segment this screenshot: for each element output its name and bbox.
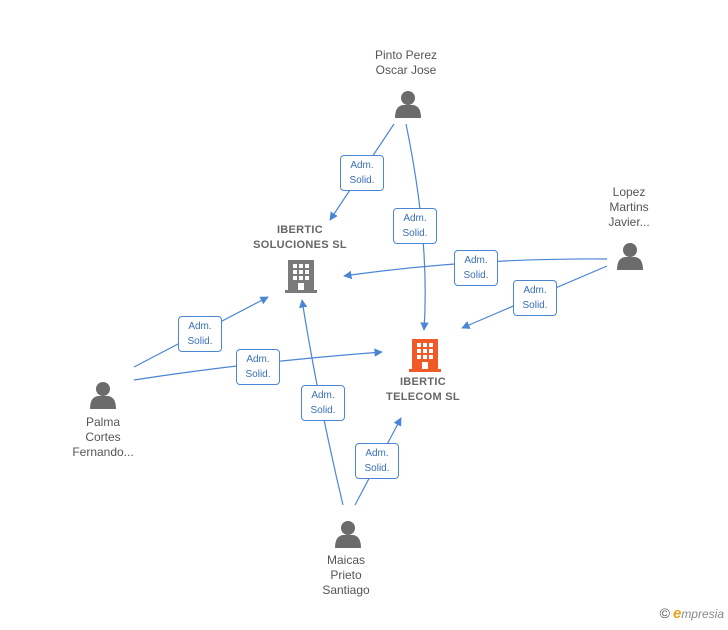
edge-label-e4[interactable]: Adm. Solid. bbox=[513, 280, 557, 316]
company-name-ibertic-soluciones[interactable]: IBERTIC SOLUCIONES SL bbox=[253, 224, 347, 251]
person-name-maicas[interactable]: Maicas Prieto Santiago bbox=[322, 553, 370, 597]
edge-label-e6[interactable]: Adm. Solid. bbox=[236, 349, 280, 385]
person-icon[interactable] bbox=[395, 91, 421, 118]
building-icon[interactable] bbox=[285, 260, 317, 293]
person-name-lopez[interactable]: Lopez Martins Javier... bbox=[608, 185, 650, 229]
person-name-palma[interactable]: Palma Cortes Fernando... bbox=[72, 415, 134, 459]
brand-logo-e: e bbox=[672, 605, 682, 622]
brand-logo-text: mpresia bbox=[681, 607, 724, 621]
edge-label-e7[interactable]: Adm. Solid. bbox=[301, 385, 345, 421]
footer-brand: ©empresia bbox=[660, 605, 724, 622]
person-icon[interactable] bbox=[90, 382, 116, 409]
person-name-pinto[interactable]: Pinto Perez Oscar Jose bbox=[374, 48, 438, 77]
person-icon[interactable] bbox=[617, 243, 643, 270]
company-name-ibertic-telecom[interactable]: IBERTIC TELECOM SL bbox=[386, 376, 460, 403]
edge-label-e3[interactable]: Adm. Solid. bbox=[454, 250, 498, 286]
edge-label-e1[interactable]: Adm. Solid. bbox=[340, 155, 384, 191]
edge-label-e2[interactable]: Adm. Solid. bbox=[393, 208, 437, 244]
building-icon-highlighted[interactable] bbox=[409, 339, 441, 372]
edge-label-e8[interactable]: Adm. Solid. bbox=[355, 443, 399, 479]
copyright-symbol: © bbox=[659, 605, 670, 621]
edge-label-e5[interactable]: Adm. Solid. bbox=[178, 316, 222, 352]
person-icon[interactable] bbox=[335, 521, 361, 548]
